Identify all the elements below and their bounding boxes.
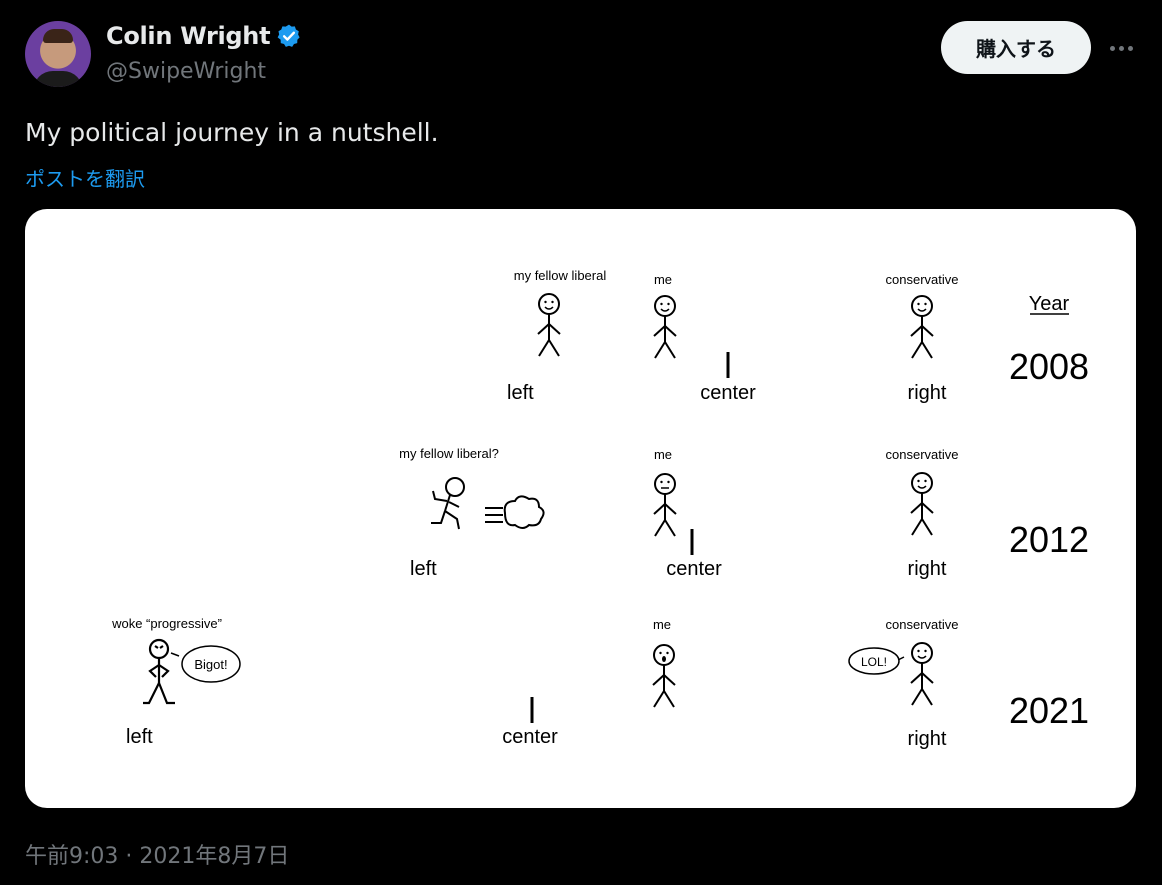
- stick-figure-me-2008: [653, 295, 677, 359]
- left-label-2012: left: [410, 558, 437, 580]
- avatar-shirt: [33, 71, 83, 87]
- label-me-2012: me: [654, 447, 672, 462]
- post-timestamp[interactable]: 午前9:03 · 2021年8月7日: [25, 844, 290, 869]
- label-conservative-2008: conservative: [886, 272, 959, 287]
- stick-figure-me-2012: [653, 473, 677, 537]
- left-label-2021: left: [126, 726, 153, 748]
- label-me-2008: me: [654, 272, 672, 287]
- running-stick-figure: [431, 477, 465, 530]
- post-image[interactable]: Year my fellow liberal me conservative l…: [25, 209, 1136, 808]
- stick-figure-conservative-2008: [910, 295, 934, 359]
- right-label-2008: right: [908, 382, 947, 404]
- stick-figure-conservative-2012: [910, 472, 934, 536]
- dust-cloud-icon: [485, 495, 545, 529]
- center-label-2008: center: [700, 382, 756, 404]
- right-label-2021: right: [908, 728, 947, 750]
- label-my-fellow-liberal: my fellow liberal: [514, 268, 607, 283]
- right-label-2012: right: [908, 558, 947, 580]
- speech-bubble-lol: [848, 647, 900, 675]
- label-my-fellow-liberal-question: my fellow liberal?: [399, 446, 499, 461]
- stick-figure-me-2021: [652, 644, 676, 708]
- year-header: Year: [1029, 293, 1070, 315]
- author-name-row[interactable]: Colin Wright: [106, 22, 302, 50]
- verified-badge-icon: [277, 24, 300, 47]
- post-text: My political journey in a nutshell.: [25, 118, 439, 147]
- author-handle[interactable]: @SwipeWright: [106, 59, 267, 84]
- label-conservative-2012: conservative: [886, 447, 959, 462]
- row-2021: woke “progressive” me conservative Bigot…: [111, 616, 1089, 750]
- more-horizontal-icon[interactable]: [1104, 36, 1138, 60]
- translate-post-link[interactable]: ポストを翻訳: [25, 167, 145, 191]
- center-label-2012: center: [666, 558, 722, 580]
- year-2008: 2008: [1009, 346, 1089, 387]
- avatar[interactable]: [25, 21, 91, 87]
- speech-lol: LOL!: [861, 655, 887, 669]
- speech-bigot: Bigot!: [194, 657, 227, 672]
- political-spectrum-comic: Year my fellow liberal me conservative l…: [111, 268, 1089, 750]
- stick-figure-woke-progressive: [143, 638, 175, 705]
- left-label-2008: left: [507, 382, 534, 404]
- stick-figure-conservative-2021: [910, 642, 934, 706]
- stick-figure-liberal: [537, 293, 561, 357]
- label-me-2021: me: [653, 617, 671, 632]
- author-name[interactable]: Colin Wright: [106, 22, 271, 50]
- subscribe-button[interactable]: 購入する: [941, 21, 1091, 74]
- row-2012: my fellow liberal? me conservative: [399, 446, 1089, 580]
- year-2012: 2012: [1009, 519, 1089, 560]
- label-conservative-2021: conservative: [886, 617, 959, 632]
- label-woke-progressive: woke “progressive”: [111, 616, 222, 631]
- year-2021: 2021: [1009, 690, 1089, 731]
- center-label-2021: center: [502, 726, 558, 748]
- avatar-hair: [43, 29, 73, 43]
- speech-bubble-bigot: [181, 645, 241, 683]
- row-2008: my fellow liberal me conservative left c…: [506, 268, 1089, 404]
